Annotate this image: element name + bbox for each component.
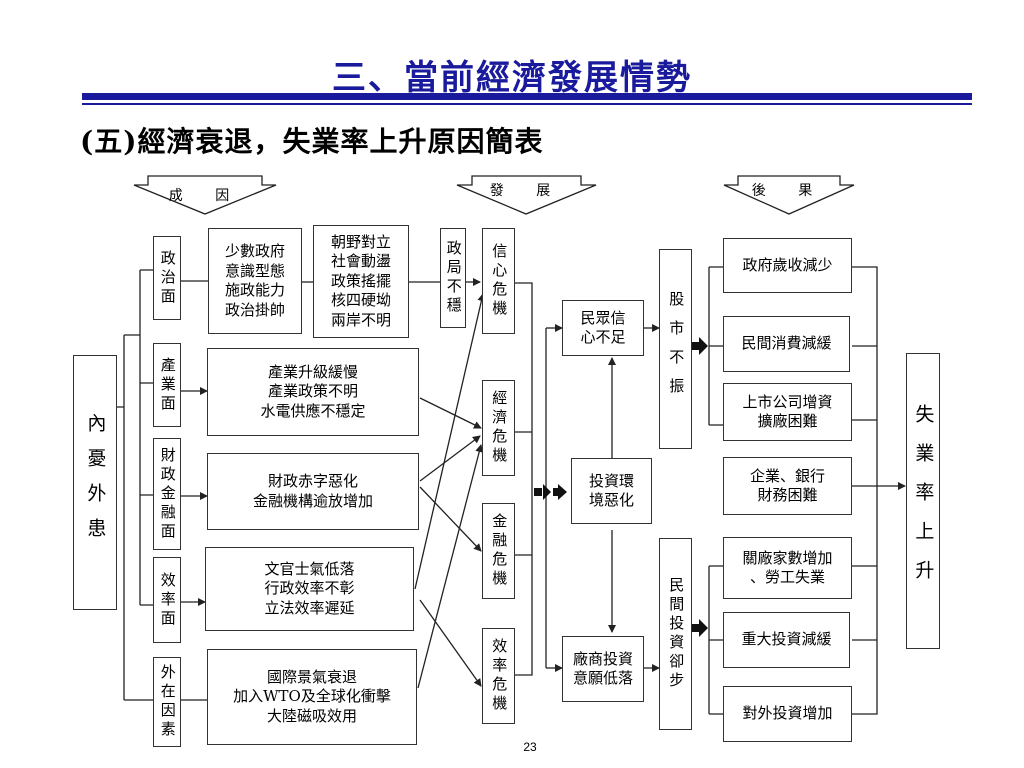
result-unemployment-rise: 失業率上升 [906, 353, 940, 649]
phase-arrow-causes [133, 175, 277, 215]
slide-subtitle: (五)經濟衰退，失業率上升原因簡表 [80, 125, 544, 158]
crisis-economic: 經濟危機 [482, 380, 515, 476]
consequence-outward-investment: 對外投資增加 [723, 686, 852, 742]
detail-industrial: 產業升級緩慢 產業政策不明 水電供應不穩定 [207, 348, 419, 436]
category-external: 外在因素 [153, 657, 181, 747]
phase-label-causes: 成 因 [168, 188, 244, 204]
category-industrial: 產業面 [153, 343, 181, 427]
detail-efficiency: 文官士氣低落 行政效率不彰 立法效率遲延 [205, 547, 414, 631]
consequence-revenue: 政府歲收減少 [723, 238, 852, 293]
phase-label-development: 發 展 [489, 183, 565, 199]
detail-political-governance: 少數政府 意識型態 施政能力 政治掛帥 [208, 228, 302, 334]
category-efficiency: 效率面 [153, 557, 181, 643]
detail-fiscal: 財政赤字惡化 金融機構逾放增加 [207, 453, 419, 530]
political-instability: 政局不穩 [440, 228, 466, 328]
market-private-investment: 民間投資卻步 [659, 538, 692, 730]
consequence-finance: 企業、銀行 財務困難 [723, 457, 852, 515]
category-fiscal: 財政金融面 [153, 438, 181, 550]
detail-external: 國際景氣衰退 加入WTO及全球化衝擊 大陸磁吸效用 [207, 649, 417, 745]
slide-title: 三、當前經濟發展情勢 [332, 58, 692, 98]
consequence-major-investment: 重大投資減緩 [723, 612, 850, 668]
market-stock-weak: 股市不振 [659, 249, 692, 449]
consequence-listed-companies: 上市公司增資 擴廠困難 [723, 383, 852, 441]
phase-arrow-consequences [723, 175, 855, 215]
crisis-efficiency: 效率危機 [482, 628, 515, 724]
development-investment-willingness: 廠商投資 意願低落 [562, 636, 644, 702]
detail-political-society: 朝野對立 社會動盪 政策搖擺 核四硬坳 兩岸不明 [313, 225, 409, 338]
phase-arrow-development [456, 175, 597, 215]
phase-label-consequences: 後 果 [751, 183, 827, 199]
page-number: 23 [523, 740, 537, 754]
title-rule-thin [82, 103, 972, 105]
crisis-financial: 金融危機 [482, 503, 515, 599]
title-rule-thick [82, 93, 972, 100]
crisis-confidence: 信心危機 [482, 228, 515, 334]
category-political: 政治面 [153, 236, 181, 320]
development-public-confidence: 民眾信 心不足 [562, 300, 644, 356]
root-domestic-external: 內憂外患 [73, 355, 117, 610]
development-investment-environment: 投資環 境惡化 [571, 458, 652, 524]
consequence-consumption: 民間消費減緩 [723, 316, 850, 372]
consequence-closures: 關廠家數增加 、勞工失業 [723, 537, 852, 599]
